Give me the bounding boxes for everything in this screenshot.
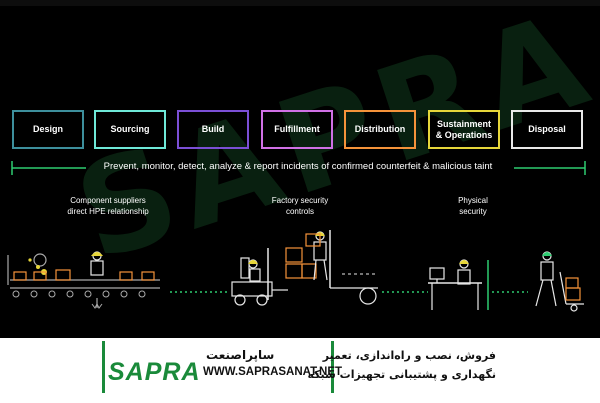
- stage-fulfillment: Fulfillment: [261, 110, 333, 149]
- bracket-caption: Prevent, monitor, detect, analyze & repo…: [103, 161, 493, 172]
- tagline-line-2: نگهداری و پشتیبانی تجهیزات شبکه: [307, 368, 496, 381]
- banner-divider-right: [331, 341, 334, 393]
- banner-divider-left: [102, 341, 105, 393]
- security-desk-illustration: [428, 259, 489, 310]
- stage-distribution: Distribution: [344, 110, 416, 149]
- stage-design: Design: [12, 110, 84, 149]
- website-url[interactable]: WWW.SAPRASANAT.NET: [203, 366, 343, 378]
- stage-sustainment-operations: Sustainment & Operations: [428, 110, 500, 149]
- forklift-illustration: [231, 230, 378, 306]
- disposal-worker-illustration: [535, 251, 584, 312]
- top-strip: [0, 0, 600, 6]
- supply-chain-illustration: [7, 230, 584, 312]
- stage-build: Build: [177, 110, 249, 149]
- tagline-line-1: فروش، نصب و راه‌اندازی، تعمیر: [322, 349, 496, 362]
- stage-disposal: Disposal: [511, 110, 583, 149]
- category-physical-security: Physical security: [458, 196, 488, 216]
- footer-banner: [0, 338, 600, 403]
- category-component-suppliers: Component suppliers direct HPE relations…: [67, 196, 149, 216]
- sapra-logo: SAPRA: [108, 358, 201, 386]
- category-factory-security: Factory security controls: [271, 196, 329, 216]
- brand-name-fa: ساپراصنعت: [206, 348, 275, 362]
- conveyor-illustration: [7, 251, 160, 309]
- diagram-area: SAPRA Design Sourcing Build Fulfillment …: [0, 0, 600, 338]
- bracket-line: [11, 161, 586, 175]
- stage-sourcing: Sourcing: [94, 110, 166, 149]
